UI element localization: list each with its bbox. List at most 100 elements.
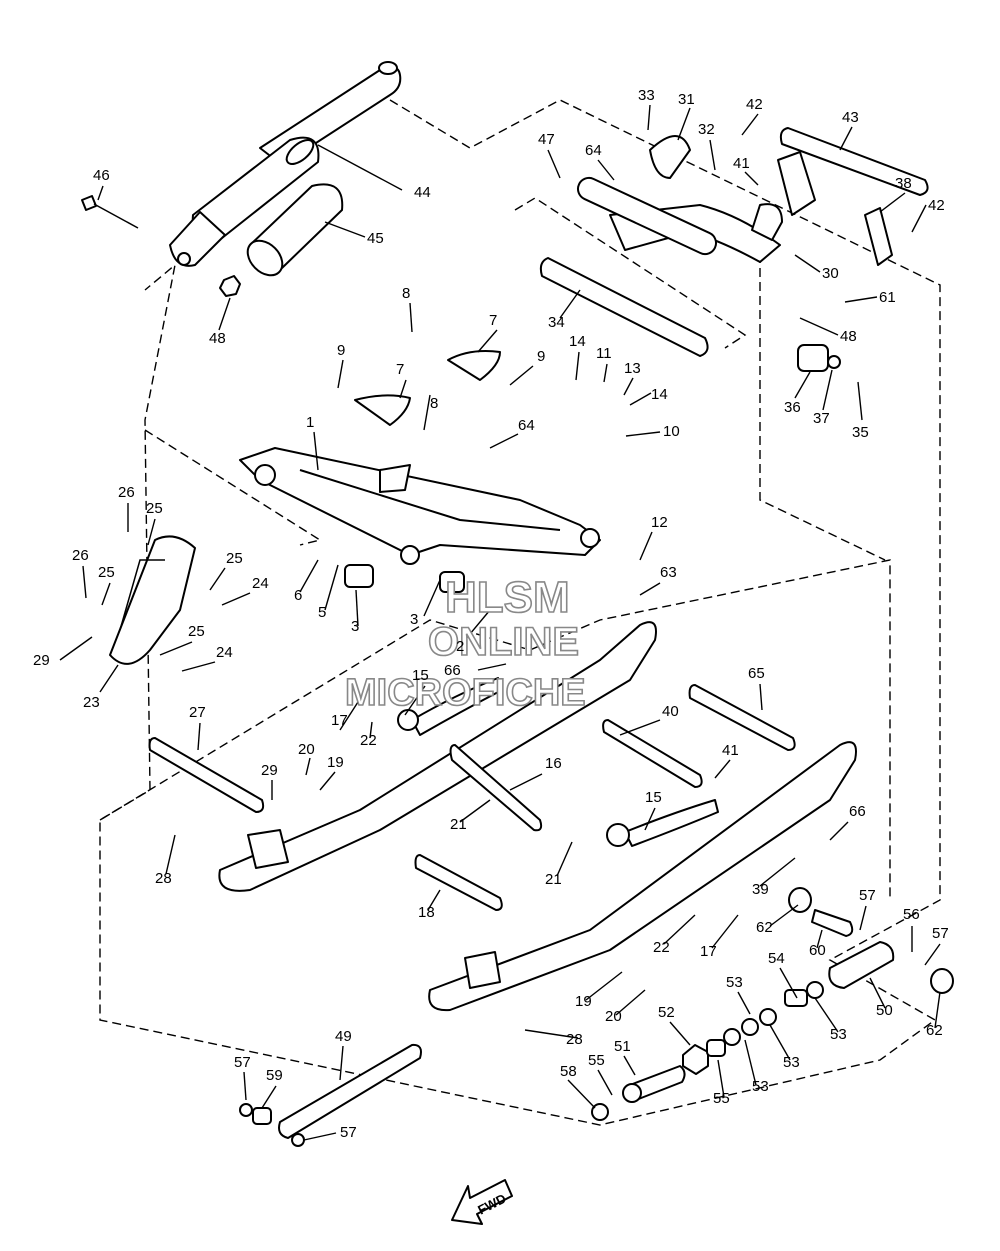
- leader-line: [218, 297, 231, 331]
- leader-line: [585, 971, 623, 1001]
- callout-48b: 48: [209, 330, 226, 347]
- leader-line: [677, 107, 691, 141]
- callout-25d: 25: [188, 623, 205, 640]
- collar-36: [797, 344, 829, 372]
- bolt-46: [81, 195, 139, 229]
- callout-28: 28: [155, 870, 172, 887]
- leader-line: [911, 204, 927, 233]
- leader-line: [639, 582, 661, 596]
- bushing-57-left: [239, 1103, 253, 1117]
- leader-line: [339, 1045, 344, 1081]
- bushing-57-end: [291, 1133, 305, 1147]
- leader-line: [509, 365, 534, 386]
- leader-line: [324, 221, 366, 238]
- leader-line: [99, 664, 119, 693]
- leader-line: [305, 757, 311, 776]
- leader-line: [524, 1029, 579, 1039]
- leader-line: [369, 721, 373, 739]
- leader-line: [663, 914, 696, 945]
- leader-line: [769, 904, 799, 927]
- watermark: HLSM ONLINE MICROFICHE: [344, 572, 586, 715]
- leader-line: [547, 149, 561, 179]
- callout-30: 30: [822, 265, 839, 282]
- leader-line: [567, 1079, 596, 1109]
- bushing-3b: [439, 571, 465, 593]
- leader-line: [816, 929, 823, 949]
- leader-lines: [59, 104, 941, 1141]
- callout-19b: 19: [575, 993, 592, 1010]
- callout-14b: 14: [651, 386, 668, 403]
- rear-arm-assembly: [576, 135, 783, 263]
- callout-20b: 20: [605, 1008, 622, 1025]
- leader-line: [423, 394, 431, 431]
- leader-line: [464, 609, 491, 641]
- forward-arrow-icon: FWD: [451, 1179, 513, 1225]
- leader-line: [404, 685, 426, 716]
- leader-line: [159, 641, 193, 656]
- callout-17b: 17: [700, 943, 717, 960]
- leader-line: [101, 582, 111, 606]
- leader-line: [759, 683, 763, 711]
- callout-3b: 3: [410, 611, 418, 628]
- leader-line: [822, 369, 833, 411]
- watermark-line1: HLSM: [445, 573, 570, 622]
- callout-29: 29: [33, 652, 50, 669]
- shaft-16: [449, 744, 543, 832]
- leader-line: [744, 1039, 757, 1086]
- leader-line: [769, 1024, 791, 1061]
- callout-55: 55: [588, 1052, 605, 1069]
- assembly-outline: [99, 99, 941, 1126]
- callout-19: 19: [327, 754, 344, 771]
- watermark-line2: ONLINE: [428, 620, 579, 664]
- slide-rail-lower: [428, 741, 857, 1012]
- callout-3: 3: [351, 618, 359, 635]
- leader-line: [165, 834, 176, 875]
- leader-line: [181, 661, 216, 672]
- shaft-27: [148, 737, 265, 813]
- callout-21b: 21: [545, 871, 562, 888]
- callout-15b: 15: [645, 789, 662, 806]
- shaft-18: [414, 854, 503, 911]
- leader-line: [709, 139, 716, 171]
- leader-line: [839, 126, 853, 151]
- callout-17: 17: [331, 712, 348, 729]
- callout-33: 33: [638, 87, 655, 104]
- callout-57c: 57: [234, 1054, 251, 1071]
- leader-line: [669, 1021, 691, 1046]
- callout-8: 8: [402, 285, 410, 302]
- leader-line: [597, 1069, 613, 1096]
- callout-59: 59: [266, 1067, 283, 1084]
- callout-57b: 57: [932, 925, 949, 942]
- shock-absorber: [169, 61, 402, 267]
- callout-24b: 24: [216, 644, 233, 661]
- callout-63: 63: [660, 564, 677, 581]
- callout-25: 25: [146, 500, 163, 517]
- callout-1: 1: [306, 414, 314, 431]
- callout-8b: 8: [430, 395, 438, 412]
- callout-42: 42: [746, 96, 763, 113]
- plate-7-upper: [447, 350, 501, 381]
- leader-line: [303, 1132, 337, 1141]
- leader-line: [597, 159, 615, 181]
- callout-35: 35: [852, 424, 869, 441]
- callout-66b: 66: [849, 803, 866, 820]
- callout-41b: 41: [722, 742, 739, 759]
- leader-line: [324, 564, 339, 611]
- leader-line: [623, 1055, 636, 1076]
- callout-52: 52: [658, 1004, 675, 1021]
- callout-60: 60: [809, 942, 826, 959]
- leader-line: [737, 991, 751, 1015]
- leader-line: [59, 636, 93, 661]
- arm-group-outline: [514, 197, 747, 349]
- callout-54: 54: [768, 950, 785, 967]
- callout-16: 16: [545, 755, 562, 772]
- leader-line: [814, 997, 839, 1033]
- callout-41: 41: [733, 155, 750, 172]
- callout-47: 47: [538, 131, 555, 148]
- washer-37: [827, 355, 841, 369]
- leader-line: [623, 377, 634, 396]
- bushing-62-upper: [788, 887, 812, 913]
- nut-48-left: [219, 275, 241, 297]
- callout-43: 43: [842, 109, 859, 126]
